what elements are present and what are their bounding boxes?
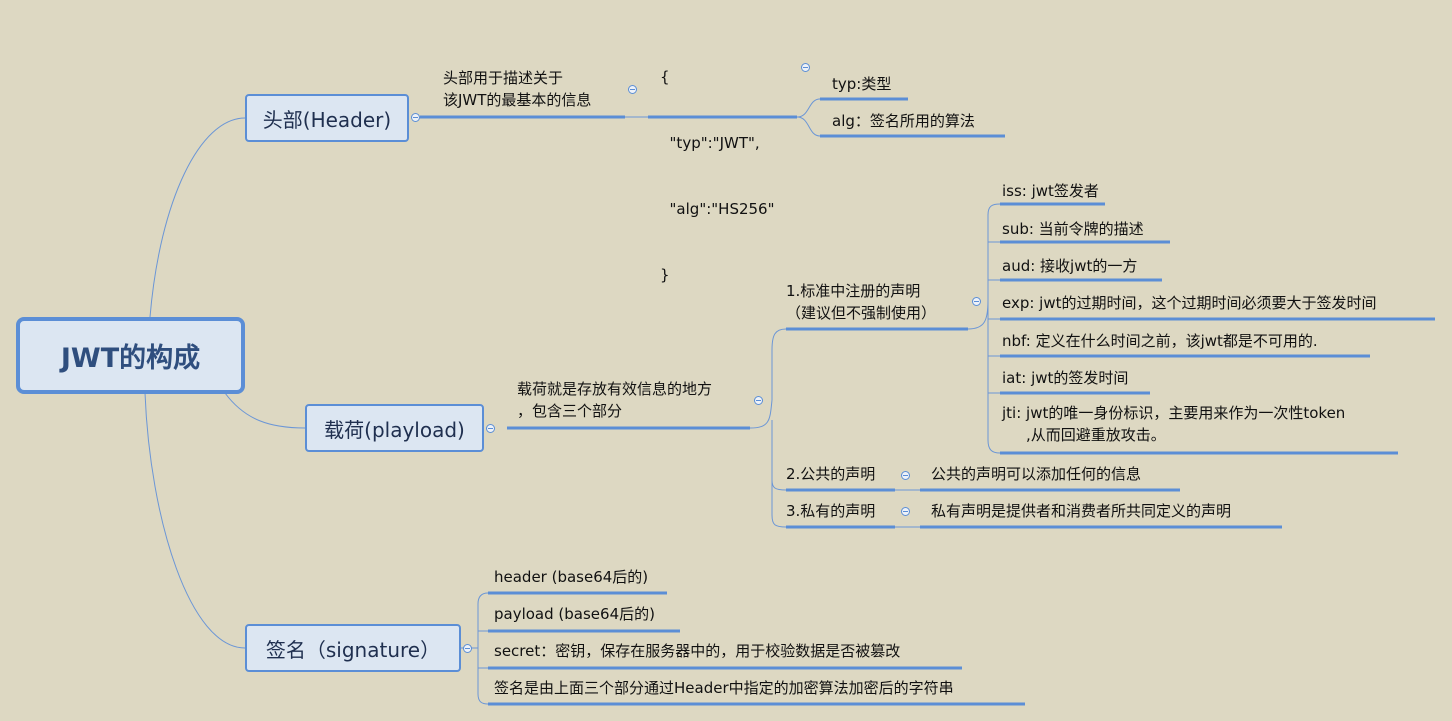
collapse-toggle-header-json[interactable] xyxy=(801,63,810,72)
payload-desc: 载荷就是存放有效信息的地方 ，包含三个部分 xyxy=(517,378,712,422)
root-topic[interactable]: JWT的构成 xyxy=(16,317,245,394)
collapse-toggle-payload[interactable] xyxy=(486,424,495,433)
header-label: 头部(Header) xyxy=(262,107,392,132)
payload-label: 载荷(playload) xyxy=(324,417,465,442)
collapse-toggle-private[interactable] xyxy=(901,507,910,516)
payload-topic[interactable]: 载荷(playload) xyxy=(305,404,484,452)
claim-iss: iss: jwt签发者 xyxy=(1002,182,1099,200)
claim-jti-line: jti: jwt的唯一身份标识，主要用来作为一次性token xyxy=(1002,404,1346,422)
signature-item: payload (base64后的) xyxy=(494,605,655,623)
claim-exp: exp: jwt的过期时间，这个过期时间必须要大于签发时间 xyxy=(1002,294,1377,312)
json-line: "typ":"JWT", xyxy=(660,134,760,152)
registered-label-line: （建议但不强制使用） xyxy=(786,304,937,322)
registered-label-line: 1.标准中注册的声明 xyxy=(786,282,921,300)
signature-label: 签名（signature） xyxy=(265,637,441,662)
claim-iat: iat: jwt的签发时间 xyxy=(1002,369,1129,387)
claim-nbf: nbf: 定义在什么时间之前，该jwt都是不可用的. xyxy=(1002,332,1318,350)
signature-item: 签名是由上面三个部分通过Header中指定的加密算法加密后的字符串 xyxy=(494,679,954,697)
collapse-toggle-public[interactable] xyxy=(901,471,910,480)
public-claims-label: 2.公共的声明 xyxy=(786,465,876,483)
registered-claims-label: 1.标准中注册的声明 （建议但不强制使用） xyxy=(786,280,936,324)
signature-item: header (base64后的) xyxy=(494,568,649,586)
private-claims-desc: 私有声明是提供者和消费者所共同定义的声明 xyxy=(931,502,1232,520)
header-field-typ: typ:类型 xyxy=(832,75,892,93)
collapse-toggle-payload-desc[interactable] xyxy=(754,396,763,405)
header-desc: 头部用于描述关于 该JWT的最基本的信息 xyxy=(443,67,591,111)
signature-item: secret：密钥，保存在服务器中的，用于校验数据是否被篡改 xyxy=(494,642,901,660)
claim-jti-line: ,从而回避重放攻击。 xyxy=(1026,426,1166,444)
header-desc-line: 头部用于描述关于 xyxy=(443,69,564,87)
collapse-toggle-signature[interactable] xyxy=(463,644,472,653)
claim-aud: aud: 接收jwt的一方 xyxy=(1002,257,1138,275)
payload-desc-line: 载荷就是存放有效信息的地方 xyxy=(517,380,713,398)
claim-sub: sub: 当前令牌的描述 xyxy=(1002,220,1144,238)
public-claims-desc: 公共的声明可以添加任何的信息 xyxy=(931,465,1142,483)
collapse-toggle-registered[interactable] xyxy=(972,297,981,306)
header-topic[interactable]: 头部(Header) xyxy=(245,94,409,142)
signature-topic[interactable]: 签名（signature） xyxy=(245,624,461,672)
claim-jti: jti: jwt的唯一身份标识，主要用来作为一次性token ,从而回避重放攻击… xyxy=(1002,402,1345,446)
payload-desc-line: ，包含三个部分 xyxy=(517,402,623,420)
header-json: { "typ":"JWT", "alg":"HS256" } xyxy=(660,22,775,308)
collapse-toggle-header[interactable] xyxy=(411,113,420,122)
root-label: JWT的构成 xyxy=(60,343,201,374)
json-line: "alg":"HS256" xyxy=(660,200,775,218)
header-field-alg: alg：签名所用的算法 xyxy=(832,112,975,130)
json-line: } xyxy=(660,266,670,284)
collapse-toggle-header-desc[interactable] xyxy=(628,85,637,94)
header-desc-line: 该JWT的最基本的信息 xyxy=(443,91,592,109)
private-claims-label: 3.私有的声明 xyxy=(786,502,876,520)
json-line: { xyxy=(660,68,670,86)
